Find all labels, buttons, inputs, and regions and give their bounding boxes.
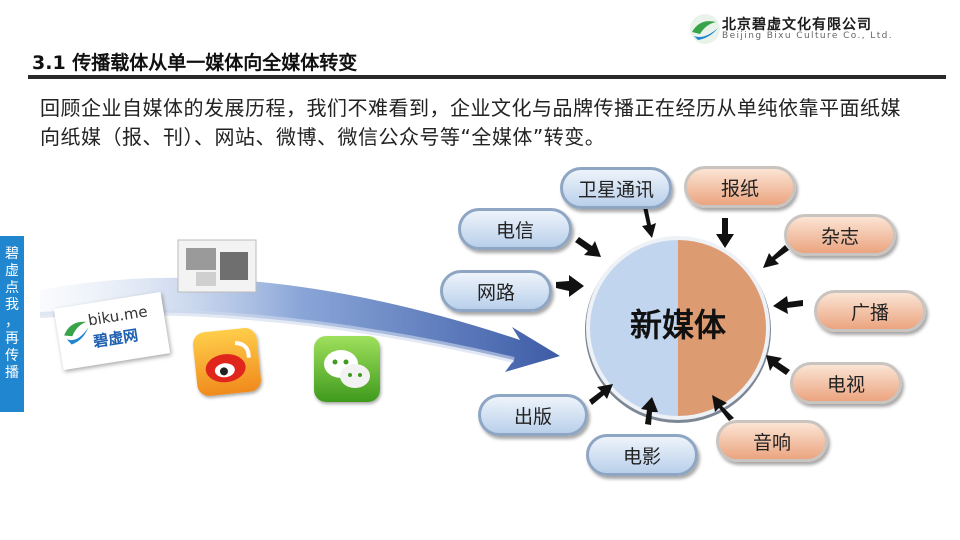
side-tab-char: 播 (5, 365, 19, 381)
arrow-icon (773, 296, 803, 314)
wechat-icon[interactable] (314, 336, 380, 402)
side-tab-char: 再 (5, 331, 19, 347)
arrow-icon (642, 206, 656, 238)
side-tab-char: 碧 (5, 246, 19, 262)
media-pill-tv[interactable]: 电视 (790, 362, 902, 404)
biku-cn-label: 碧虚网 (92, 326, 140, 351)
media-pill-film[interactable]: 电影 (586, 434, 698, 476)
intro-paragraph: 回顾企业自媒体的发展历程，我们不难看到，企业文化与品牌传播正在经历从单纯依靠平面… (40, 96, 901, 149)
side-tab-char: 传 (5, 348, 19, 364)
media-pill-magazine[interactable]: 杂志 (784, 214, 896, 256)
arrow-icon (556, 275, 584, 297)
company-name-cn: 北京碧虚文化有限公司 (722, 17, 872, 33)
weibo-icon[interactable] (191, 326, 263, 398)
hub-circle (586, 236, 770, 420)
media-pill-publishing[interactable]: 出版 (478, 394, 588, 436)
media-pill-satellite[interactable]: 卫星通讯 (560, 167, 672, 209)
company-logo: 北京碧虚文化有限公司 Beijing Bixu Culture Co., Ltd… (688, 12, 918, 46)
company-name-en: Beijing Bixu Culture Co., Ltd. (722, 31, 894, 41)
logo-leaf-icon (690, 14, 720, 44)
arrow-icon (763, 245, 789, 268)
sweep-arrow (40, 277, 560, 372)
media-pill-telecom[interactable]: 电信 (458, 208, 572, 250)
side-tab-char: 我 (5, 297, 19, 313)
media-pill-radio[interactable]: 广播 (814, 290, 926, 332)
arrows (556, 206, 803, 425)
arrow-icon (716, 218, 734, 248)
media-pill-audio[interactable]: 音响 (716, 420, 828, 462)
page-title: 3.1 传播载体从单一媒体向全媒体转变 (32, 52, 358, 74)
arrow-icon (712, 395, 734, 421)
media-pill-network[interactable]: 网路 (440, 270, 552, 312)
arrow-icon (575, 237, 601, 257)
arrow-icon (641, 397, 658, 425)
biku-leaf-icon (64, 321, 89, 345)
arrow-icon (589, 384, 613, 405)
side-tab[interactable]: 碧 虚 点 我 ， 再 传 播 (0, 236, 24, 412)
side-tab-char: 点 (5, 280, 19, 296)
arrow-icon (766, 355, 790, 375)
media-pill-newspaper[interactable]: 报纸 (684, 166, 796, 208)
title-divider (28, 75, 946, 79)
hub-label: 新媒体 (629, 306, 726, 344)
newspaper-icon (177, 239, 257, 293)
side-tab-char: 虚 (5, 263, 19, 279)
biku-logo-card[interactable]: biku.me 碧虚网 (53, 291, 171, 371)
side-tab-char: ， (5, 314, 19, 330)
biku-en-label: biku.me (86, 302, 149, 330)
